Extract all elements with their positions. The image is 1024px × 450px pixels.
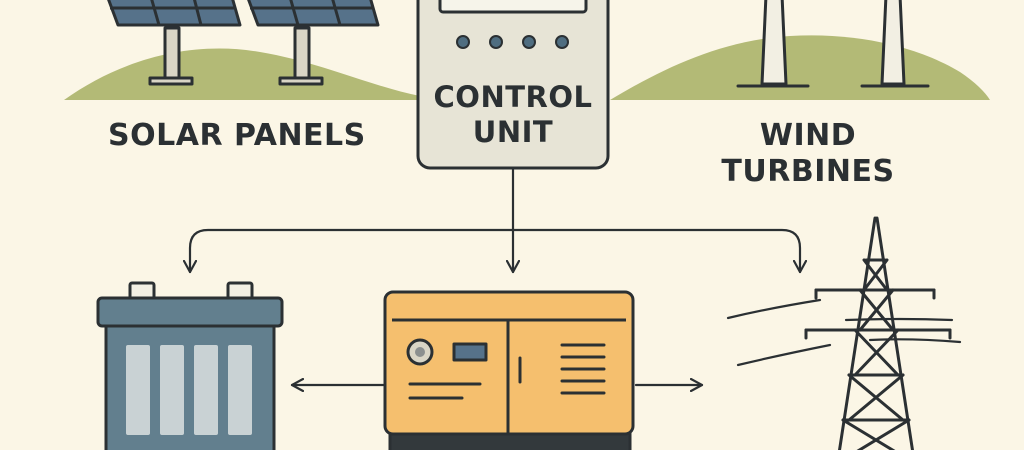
wind-turbines-label-line2: TURBINES (721, 154, 895, 189)
solar-panels-label: SOLAR PANELS (108, 118, 366, 153)
wind-turbines-label: WIND TURBINES (698, 118, 918, 190)
power-tower-icon (804, 216, 952, 450)
connector-lines (190, 166, 800, 385)
wind-turbine-icon (860, 0, 930, 88)
control-unit-label: CONTROL UNIT (418, 80, 608, 150)
control-unit-label-line1: CONTROL (433, 80, 593, 114)
hill-left (64, 48, 420, 100)
solar-panel-icon (247, 0, 380, 86)
wind-turbine-icon (736, 0, 810, 88)
battery-icon (96, 281, 284, 450)
solar-panel-icon (107, 0, 242, 86)
wind-turbines-label-line1: WIND (759, 118, 857, 153)
hill-right (610, 35, 990, 101)
arrow-to-grid (511, 228, 800, 274)
arrow-to-battery (190, 228, 515, 274)
power-lines (726, 298, 962, 367)
control-unit-icon (416, 0, 610, 170)
generator-icon (383, 290, 635, 450)
control-unit-label-line2: UNIT (472, 114, 554, 149)
